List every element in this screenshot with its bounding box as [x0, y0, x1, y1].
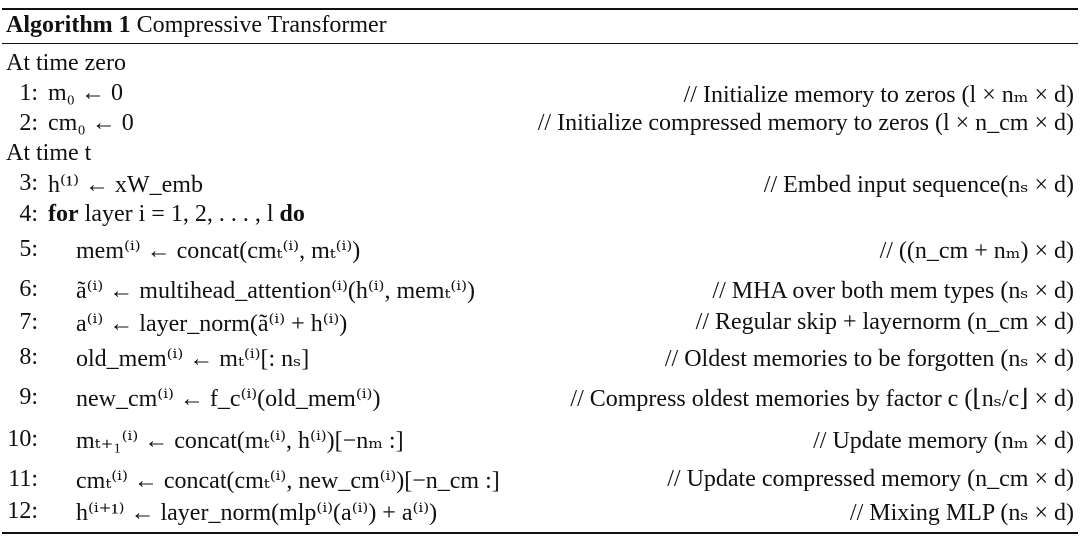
section-heading: At time zero: [6, 50, 126, 76]
line-number: 8:: [19, 344, 38, 370]
top-rule: [2, 8, 1078, 10]
line-comment: // Initialize compressed memory to zeros…: [537, 110, 1074, 136]
line-comment: // Oldest memories to be forgotten (nₛ ×…: [664, 346, 1074, 372]
section-heading: At time t: [6, 140, 92, 166]
loop-range: layer i = 1, 2, . . . , l: [84, 201, 274, 227]
algorithm-line-12: 12: h⁽ⁱ⁺¹⁾ ← layer_norm(mlp⁽ⁱ⁾(a⁽ⁱ⁾) + a…: [0, 498, 1080, 530]
line-number: 6:: [19, 276, 38, 302]
line-code: a⁽ⁱ⁾ ← layer_norm(ã⁽ⁱ⁾ + h⁽ⁱ⁾): [76, 311, 348, 337]
line-comment: // Regular skip + layernorm (n_cm × d): [695, 309, 1074, 335]
line-code-for: for layer i = 1, 2, . . . , l do: [48, 201, 305, 228]
line-code: ã⁽ⁱ⁾ ← multihead_attention⁽ⁱ⁾(h⁽ⁱ⁾, memₜ…: [76, 278, 475, 304]
line-comment: // Initialize memory to zeros (l × nₘ × …: [683, 82, 1074, 108]
line-code: mₜ₊₁⁽ⁱ⁾ ← concat(mₜ⁽ⁱ⁾, h⁽ⁱ⁾)[−nₘ :]: [76, 428, 404, 454]
line-code: h⁽¹⁾ ← xW_emb: [48, 172, 203, 198]
line-comment: // Mixing MLP (nₛ × d): [849, 500, 1074, 526]
line-code: new_cm⁽ⁱ⁾ ← f_c⁽ⁱ⁾(old_mem⁽ⁱ⁾): [76, 386, 381, 412]
line-code: m₀ ← 0: [48, 80, 124, 106]
algorithm-line-1: 1: m₀ ← 0 // Initialize memory to zeros …: [0, 80, 1080, 112]
line-number: 5:: [19, 236, 38, 262]
algorithm-line-6: 6: ã⁽ⁱ⁾ ← multihead_attention⁽ⁱ⁾(h⁽ⁱ⁾, m…: [0, 276, 1080, 308]
line-number: 3:: [19, 170, 38, 196]
line-code: cmₜ⁽ⁱ⁾ ← concat(cmₜ⁽ⁱ⁾, new_cm⁽ⁱ⁾)[−n_cm…: [76, 468, 500, 494]
line-comment: // Embed input sequence(nₛ × d): [763, 172, 1074, 198]
line-number: 7:: [19, 309, 38, 335]
line-number: 12:: [7, 498, 38, 524]
bottom-rule: [2, 532, 1078, 534]
algorithm-line-10: 10: mₜ₊₁⁽ⁱ⁾ ← concat(mₜ⁽ⁱ⁾, h⁽ⁱ⁾)[−nₘ :]…: [0, 426, 1080, 458]
line-code: old_mem⁽ⁱ⁾ ← mₜ⁽ⁱ⁾[: nₛ]: [76, 346, 310, 372]
line-code: cm₀ ← 0: [48, 110, 134, 136]
algorithm-line-7: 7: a⁽ⁱ⁾ ← layer_norm(ã⁽ⁱ⁾ + h⁽ⁱ⁾) // Reg…: [0, 309, 1080, 341]
for-keyword: for: [48, 201, 79, 227]
line-number: 2:: [19, 110, 38, 136]
algorithm-line-5: 5: mem⁽ⁱ⁾ ← concat(cmₜ⁽ⁱ⁾, mₜ⁽ⁱ⁾) // ((n…: [0, 236, 1080, 268]
line-number: 11:: [8, 466, 38, 492]
line-comment: // MHA over both mem types (nₛ × d): [712, 278, 1074, 304]
algorithm-line-4: 4: for layer i = 1, 2, . . . , l do: [0, 201, 1080, 233]
section-time-zero: At time zero: [0, 50, 1080, 82]
line-comment: // ((n_cm + nₘ) × d): [879, 238, 1074, 264]
algorithm-line-3: 3: h⁽¹⁾ ← xW_emb // Embed input sequence…: [0, 170, 1080, 202]
line-code: h⁽ⁱ⁺¹⁾ ← layer_norm(mlp⁽ⁱ⁾(a⁽ⁱ⁾) + a⁽ⁱ⁾): [76, 500, 438, 526]
line-number: 9:: [19, 384, 38, 410]
caption-rule: [2, 43, 1078, 44]
algorithm-label: Algorithm 1: [6, 12, 131, 38]
algorithm-caption: Algorithm 1 Compressive Transformer: [6, 12, 387, 39]
line-number: 10:: [7, 426, 38, 452]
line-comment: // Compress oldest memories by factor c …: [570, 386, 1074, 412]
section-time-t: At time t: [0, 140, 1080, 172]
do-keyword: do: [279, 201, 305, 227]
algorithm-line-2: 2: cm₀ ← 0 // Initialize compressed memo…: [0, 110, 1080, 142]
algorithm-line-8: 8: old_mem⁽ⁱ⁾ ← mₜ⁽ⁱ⁾[: nₛ] // Oldest me…: [0, 344, 1080, 376]
line-code: mem⁽ⁱ⁾ ← concat(cmₜ⁽ⁱ⁾, mₜ⁽ⁱ⁾): [76, 238, 361, 264]
line-comment: // Update compressed memory (n_cm × d): [667, 466, 1074, 492]
algorithm-line-9: 9: new_cm⁽ⁱ⁾ ← f_c⁽ⁱ⁾(old_mem⁽ⁱ⁾) // Com…: [0, 384, 1080, 416]
line-number: 1:: [19, 80, 38, 106]
line-comment: // Update memory (nₘ × d): [813, 428, 1074, 454]
algorithm-name: Compressive Transformer: [136, 12, 387, 38]
line-number: 4:: [19, 201, 38, 227]
algorithm-line-11: 11: cmₜ⁽ⁱ⁾ ← concat(cmₜ⁽ⁱ⁾, new_cm⁽ⁱ⁾)[−…: [0, 466, 1080, 498]
